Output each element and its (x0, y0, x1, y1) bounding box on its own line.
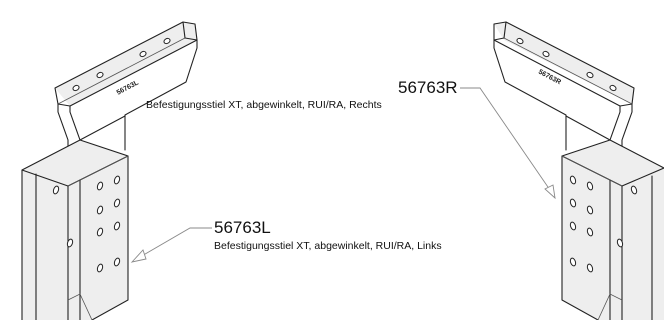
bracket-left: 56763L (21, 21, 198, 320)
stamp-right: 56763R (537, 69, 562, 87)
part-description-right: Befestigungsstiel XT, abgewinkelt, RUI/R… (146, 99, 382, 111)
bracket-right: 56763R (493, 21, 664, 320)
stamp-left: 56763L (116, 79, 141, 97)
part-number-left: 56763L (214, 218, 271, 237)
part-number-right: 56763R (398, 78, 458, 97)
leader-left (130, 227, 212, 263)
part-description-left: Befestigungsstiel XT, abgewinkelt, RUI/R… (214, 240, 442, 252)
leader-right (460, 87, 556, 200)
